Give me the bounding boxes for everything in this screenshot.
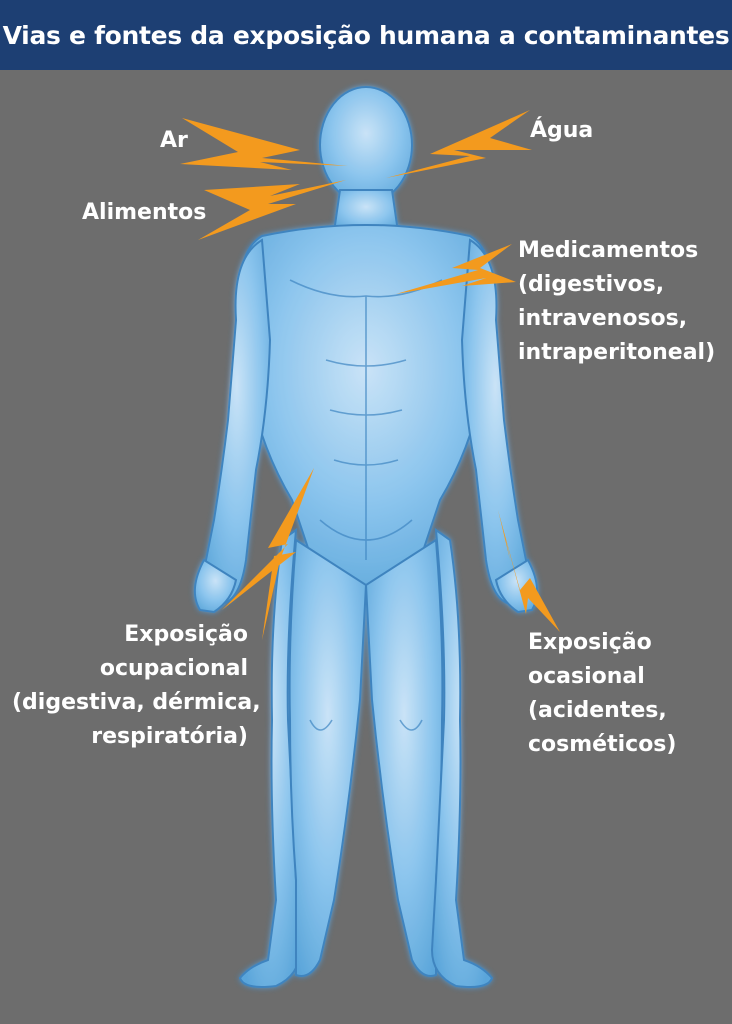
left-arm xyxy=(202,238,272,606)
arrow-alimentos xyxy=(198,180,346,240)
title-bar: Vias e fontes da exposição humana a cont… xyxy=(0,0,732,70)
ocasional-line-1: Exposição xyxy=(528,630,652,655)
human-body-illustration xyxy=(180,86,560,988)
ocupacional-line-1: Exposição xyxy=(124,622,248,647)
ocasional-line-2: ocasional xyxy=(528,664,645,689)
medicamentos-line-4: intraperitoneal) xyxy=(518,340,716,365)
label-alimentos: Alimentos xyxy=(82,200,207,225)
label-exposicao-ocupacional: Exposição ocupacional (digestiva, dérmic… xyxy=(12,618,261,754)
arrow-ar xyxy=(180,118,348,170)
left-leg-fill xyxy=(288,538,368,977)
medicamentos-line-1: Medicamentos xyxy=(518,238,699,263)
ocupacional-line-2: ocupacional xyxy=(99,656,248,681)
ocasional-line-4: cosméticos) xyxy=(528,732,677,757)
ocupacional-line-3: (digestiva, dérmica, xyxy=(12,690,261,715)
label-exposicao-ocasional: Exposição ocasional (acidentes, cosmétic… xyxy=(528,626,676,762)
label-agua: Água xyxy=(530,118,594,143)
page-title: Vias e fontes da exposição humana a cont… xyxy=(2,20,730,50)
arrow-medicamentos xyxy=(396,244,516,294)
arrow-ocupacional xyxy=(222,468,314,640)
ocupacional-line-4: respiratória) xyxy=(91,724,248,749)
left-leg xyxy=(238,527,302,988)
muscle-lines xyxy=(289,279,443,731)
head xyxy=(319,86,413,204)
right-leg xyxy=(430,527,494,988)
ocasional-line-3: (acidentes, xyxy=(528,698,667,723)
right-leg-fill xyxy=(364,538,444,977)
label-ar: Ar xyxy=(160,128,188,153)
medicamentos-line-2: (digestivos, xyxy=(518,272,665,297)
exposure-arrows xyxy=(180,110,560,640)
label-medicamentos: Medicamentos (digestivos, intravenosos, … xyxy=(518,234,715,370)
left-hand xyxy=(193,558,238,614)
medicamentos-line-3: intravenosos, xyxy=(518,306,688,331)
arrow-agua xyxy=(386,110,532,178)
